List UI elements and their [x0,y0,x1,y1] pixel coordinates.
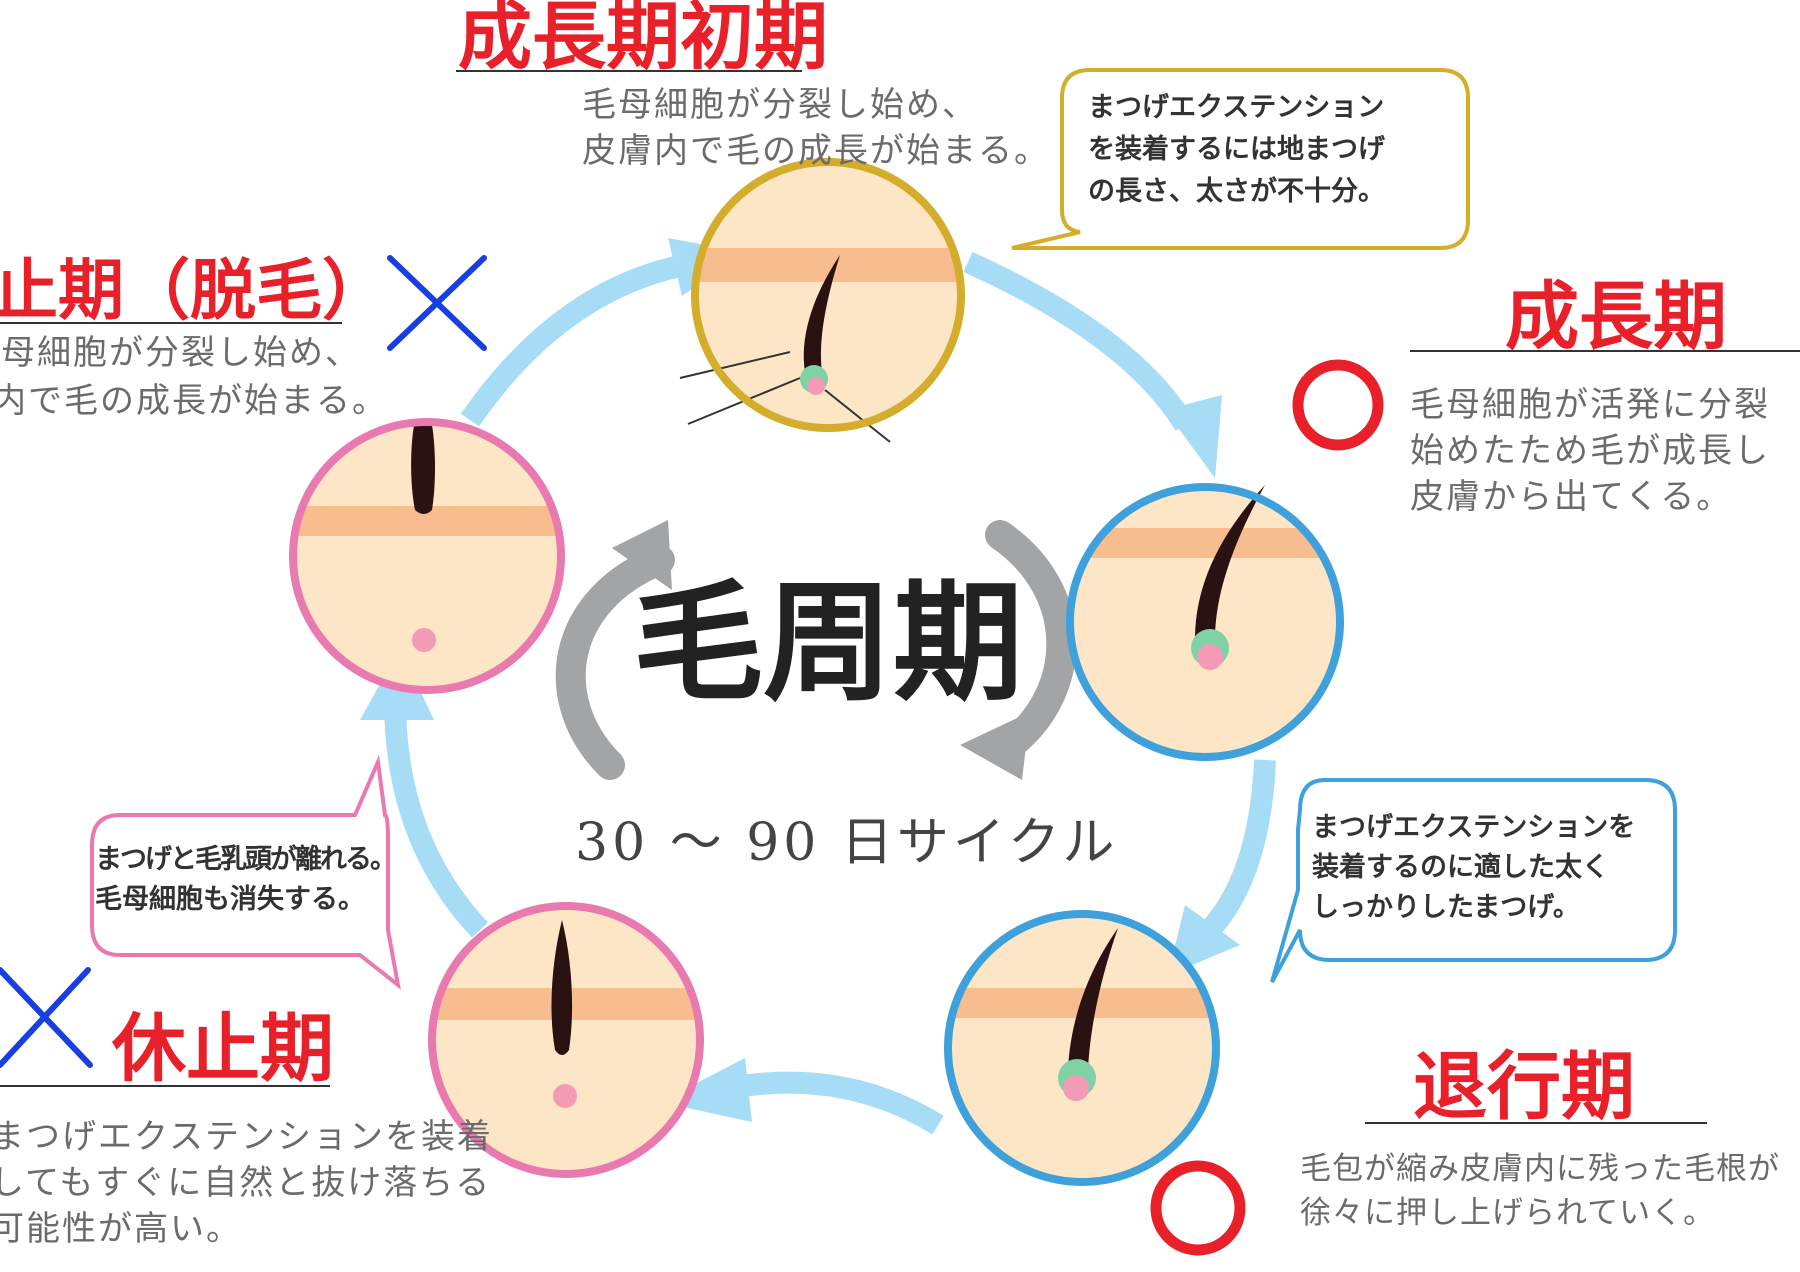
stage-desc-anagen-early-2: 皮膚内で毛の成長が始まる。 [582,131,1050,171]
title-underline [456,70,802,72]
arrow-right-to-bottomright [1197,759,1276,943]
stage-desc-telogen-1: まつげエクステンションを装着 [0,1117,493,1157]
stage-desc-anagen-early-1: 毛母細胞が分裂し始め、 [582,85,978,125]
arrow-bottomright-to-bottomleft [717,1071,944,1135]
stage-title-catagen: 退行期 [1413,1044,1635,1130]
circle-mark-catagen [1150,1160,1246,1256]
title-underline [1365,1122,1707,1124]
stage-circle-anagen-early [679,158,965,443]
bubble-text-telogen-2: 毛母細胞も消失する。 [95,884,365,915]
arrow-left-to-top [460,254,688,427]
arrow-bottomleft-to-left [384,699,489,938]
bubble-text-catagen-2: 装着するのに適した太く [1312,852,1609,883]
circle-mark-anagen [1292,359,1384,451]
stage-title-anagen-early: 成長期初期 [458,0,828,80]
stage-circle-catagen [944,910,1220,1186]
stage-desc-anagen-1: 毛母細胞が活発に分裂 [1410,385,1770,425]
hair-shaft [1068,928,1118,1070]
bubble-text-anagen-early-1: まつげエクステンション [1088,92,1385,123]
speech-bubble-catagen [1270,778,1677,983]
center-title: 毛周期 [633,567,1024,719]
papilla-dot [553,1084,577,1108]
stage-desc-catagen-1: 毛包が縮み皮膚内に残った毛根が [1300,1151,1780,1187]
hair-bulb-pink [807,377,825,395]
hair-shaft [411,425,435,514]
hair-shaft [551,920,573,1055]
hair-bulb-pink [1063,1075,1089,1101]
stage-circle-telogen-shed [289,418,565,694]
bubble-text-catagen-1: まつげエクステンションを [1312,812,1636,843]
speech-bubble-anagen-early [1011,68,1470,250]
stage-desc-anagen-2: 始めたため毛が成長し [1410,431,1770,471]
stage-desc-anagen-3: 皮膚から出てくる。 [1410,477,1733,517]
title-underline [0,322,342,324]
cycle-arrows [384,251,1276,1135]
stage-desc-telogen-3: 可能性が高い。 [0,1209,242,1249]
stage-desc-catagen-2: 徐々に押し上げられていく。 [1300,1195,1716,1231]
bubble-text-anagen-early-3: の長さ、太さが不十分。 [1088,176,1385,207]
cross-mark-telogen [0,967,93,1068]
hair-shaft [1195,485,1265,640]
arrow-top-to-right [963,251,1195,431]
stage-title-telogen-shed: 休止期（脱毛） [0,252,388,329]
title-underline [1410,350,1800,352]
papilla-dot [412,628,436,652]
stage-title-telogen: 休止期 [112,1006,334,1092]
cross-mark-telogen-shed [387,255,487,351]
title-underline [0,1085,330,1087]
cycle-duration: 30 ～ 90 日サイクル [575,813,1119,873]
stage-desc-telogen-shed-2: 皮膚内で毛の成長が始まる。 [0,381,388,421]
bubble-text-anagen-early-2: を装着するには地まつげ [1088,134,1385,165]
arrowhead-right [1165,395,1222,478]
bubble-text-telogen-1: まつげと毛乳頭が離れる。 [95,844,397,875]
speech-bubble-telogen [90,754,401,990]
stage-circle-telogen [428,902,704,1178]
stage-circle-anagen [1066,483,1344,761]
stage-desc-telogen-shed-1: 毛母細胞が分裂し始め、 [0,333,361,373]
center-gray-arrows [555,520,1077,780]
bubble-text-catagen-3: しっかりしたまつげ。 [1312,892,1580,923]
hair-shaft [803,255,840,372]
stage-desc-telogen-2: してもすぐに自然と抜け落ちる [0,1163,492,1203]
stage-title-anagen: 成長期 [1505,274,1727,360]
hair-bulb-pink [1197,644,1223,670]
